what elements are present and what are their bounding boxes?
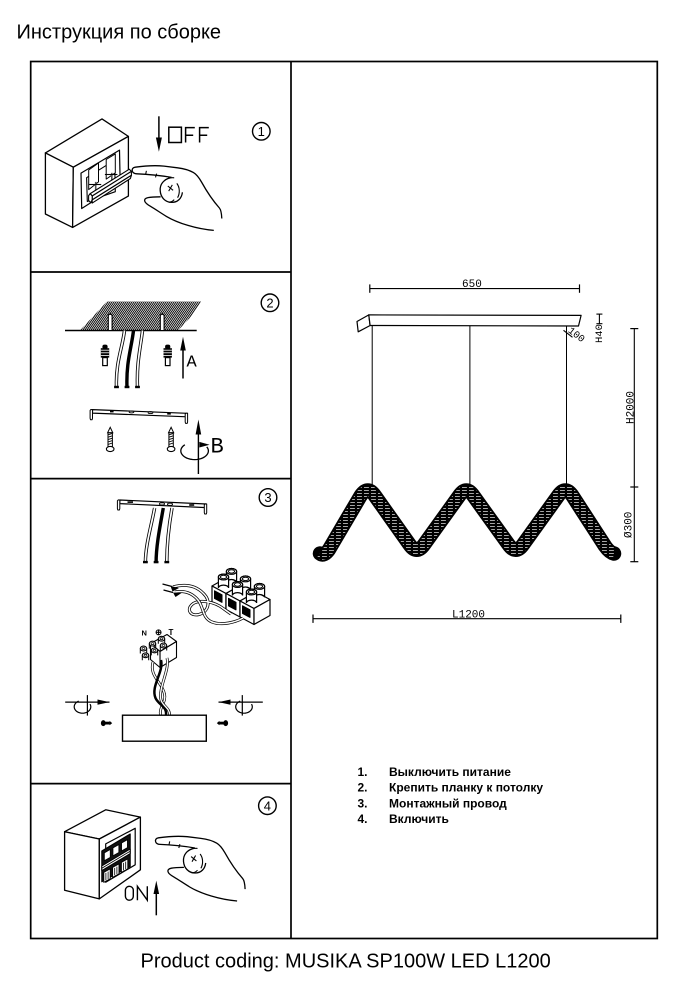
svg-text:Ø300: Ø300 (624, 512, 636, 538)
svg-text:1.: 1. (358, 765, 368, 779)
svg-text:A: A (187, 354, 198, 373)
svg-text:⊕: ⊕ (155, 627, 162, 637)
svg-text:650: 650 (462, 279, 482, 291)
svg-text:Product coding: MUSIKA SP100W: Product coding: MUSIKA SP100W LED L1200 (141, 950, 551, 972)
svg-text:2: 2 (266, 295, 273, 310)
svg-text:Крепить планку к потолку: Крепить планку к потолку (389, 781, 543, 795)
svg-text:Монтажный провод: Монтажный провод (389, 796, 507, 810)
svg-text:1: 1 (258, 124, 265, 139)
svg-text:3.: 3. (358, 796, 368, 810)
svg-text:2.: 2. (358, 781, 368, 795)
svg-text:Инструкция по сборке: Инструкция по сборке (17, 22, 222, 44)
svg-text:H2000: H2000 (626, 391, 638, 424)
svg-text:T: T (169, 628, 174, 637)
svg-text:Включить: Включить (389, 812, 449, 826)
svg-text:H40: H40 (594, 324, 606, 343)
svg-text:B: B (211, 435, 224, 460)
svg-text:L1200: L1200 (452, 609, 485, 621)
svg-text:N: N (142, 629, 147, 638)
svg-text:3: 3 (264, 490, 271, 505)
svg-text:4.: 4. (358, 812, 368, 826)
svg-text:4: 4 (264, 798, 271, 813)
svg-text:Выключить питание: Выключить питание (389, 765, 511, 779)
